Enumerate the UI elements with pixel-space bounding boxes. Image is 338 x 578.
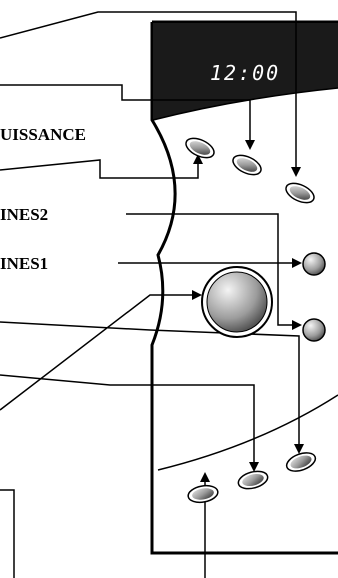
label-ines2: INES2 [0,205,48,224]
callout-line-left-bottom [0,489,15,578]
button-ines2[interactable] [302,318,326,342]
button-lower-middle[interactable] [236,468,269,491]
callout-line-puissance [0,154,203,179]
button-ines1[interactable] [302,252,326,276]
button-puissance[interactable] [183,134,217,161]
display-panel [153,23,338,120]
label-ines1: INES1 [0,254,48,273]
callout-line-top [0,11,301,177]
button-second[interactable] [230,151,264,178]
callout-line-second [0,84,255,150]
button-lower-right[interactable] [284,449,318,474]
callout-line-ines2 [126,213,302,330]
rotary-knob[interactable] [201,266,273,338]
button-top[interactable] [283,179,317,206]
panel-outline [150,20,338,555]
callout-line-knob [0,290,202,411]
upper-panel-curve [152,87,338,121]
time-display: 12:00 [210,61,280,85]
callout-line-lower-middle [0,374,259,472]
button-bottom[interactable] [187,484,219,505]
label-puissance: UISSANCE [0,125,86,144]
